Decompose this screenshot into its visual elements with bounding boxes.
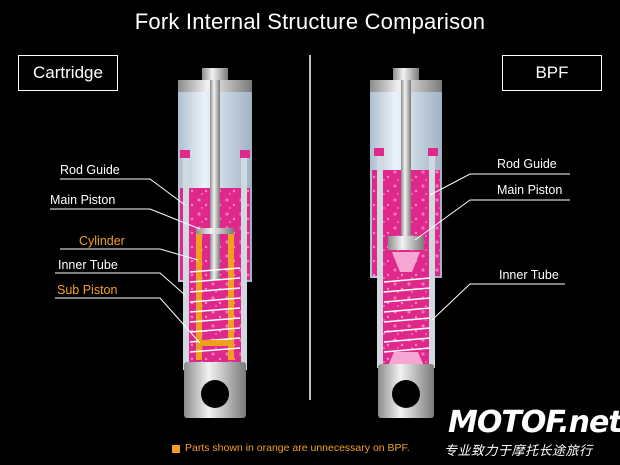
- rod-guide-right: [240, 150, 250, 158]
- main-piston: [388, 236, 424, 250]
- inner-tube-wall-left: [377, 148, 383, 368]
- right-leaders: [414, 173, 570, 321]
- top-cap: [202, 68, 228, 82]
- damper-rod: [210, 80, 220, 280]
- label-inner-tube-left: Inner Tube: [58, 258, 118, 272]
- inner-tube-wall-right: [241, 150, 247, 370]
- main-piston: [196, 228, 234, 234]
- bpf-heading: BPF: [502, 55, 602, 91]
- left-leaders: [50, 178, 201, 344]
- footnote: Parts shown in orange are unnecessary on…: [185, 442, 410, 454]
- fork-spring: [383, 277, 431, 353]
- label-rod-guide-right: Rod Guide: [497, 157, 557, 171]
- axle-hole: [392, 380, 420, 408]
- top-cap: [393, 68, 419, 82]
- damper-rod: [401, 80, 411, 240]
- base-valve: [388, 352, 424, 366]
- rod-guide-right: [428, 148, 438, 156]
- label-inner-tube-right: Inner Tube: [499, 268, 559, 282]
- label-main-piston-left: Main Piston: [50, 193, 116, 207]
- cartridge-heading: Cartridge: [18, 55, 118, 91]
- cylinder-wall-left: [196, 230, 202, 360]
- inner-tube-wall-left: [183, 150, 189, 370]
- cartridge-fork: [178, 68, 252, 418]
- label-rod-guide-left: Rod Guide: [60, 163, 120, 177]
- cylinder-wall-right: [228, 230, 234, 360]
- inner-tube-wall-right: [429, 148, 435, 368]
- label-cylinder: Cylinder: [79, 234, 125, 248]
- watermark-logo: MOTOF.net: [448, 405, 620, 440]
- orange-legend-swatch: [172, 445, 180, 453]
- label-main-piston-right: Main Piston: [497, 183, 563, 197]
- bpf-fork: [370, 68, 442, 418]
- rod-guide-left: [180, 150, 190, 158]
- axle-hole: [201, 380, 229, 408]
- rod-guide-left: [374, 148, 384, 156]
- watermark-tagline: 专业致力于摩托长途旅行: [444, 444, 593, 459]
- sub-piston: [198, 340, 232, 346]
- label-sub-piston: Sub Piston: [57, 283, 118, 297]
- page-title: Fork Internal Structure Comparison: [134, 9, 486, 34]
- piston-cone: [392, 252, 420, 272]
